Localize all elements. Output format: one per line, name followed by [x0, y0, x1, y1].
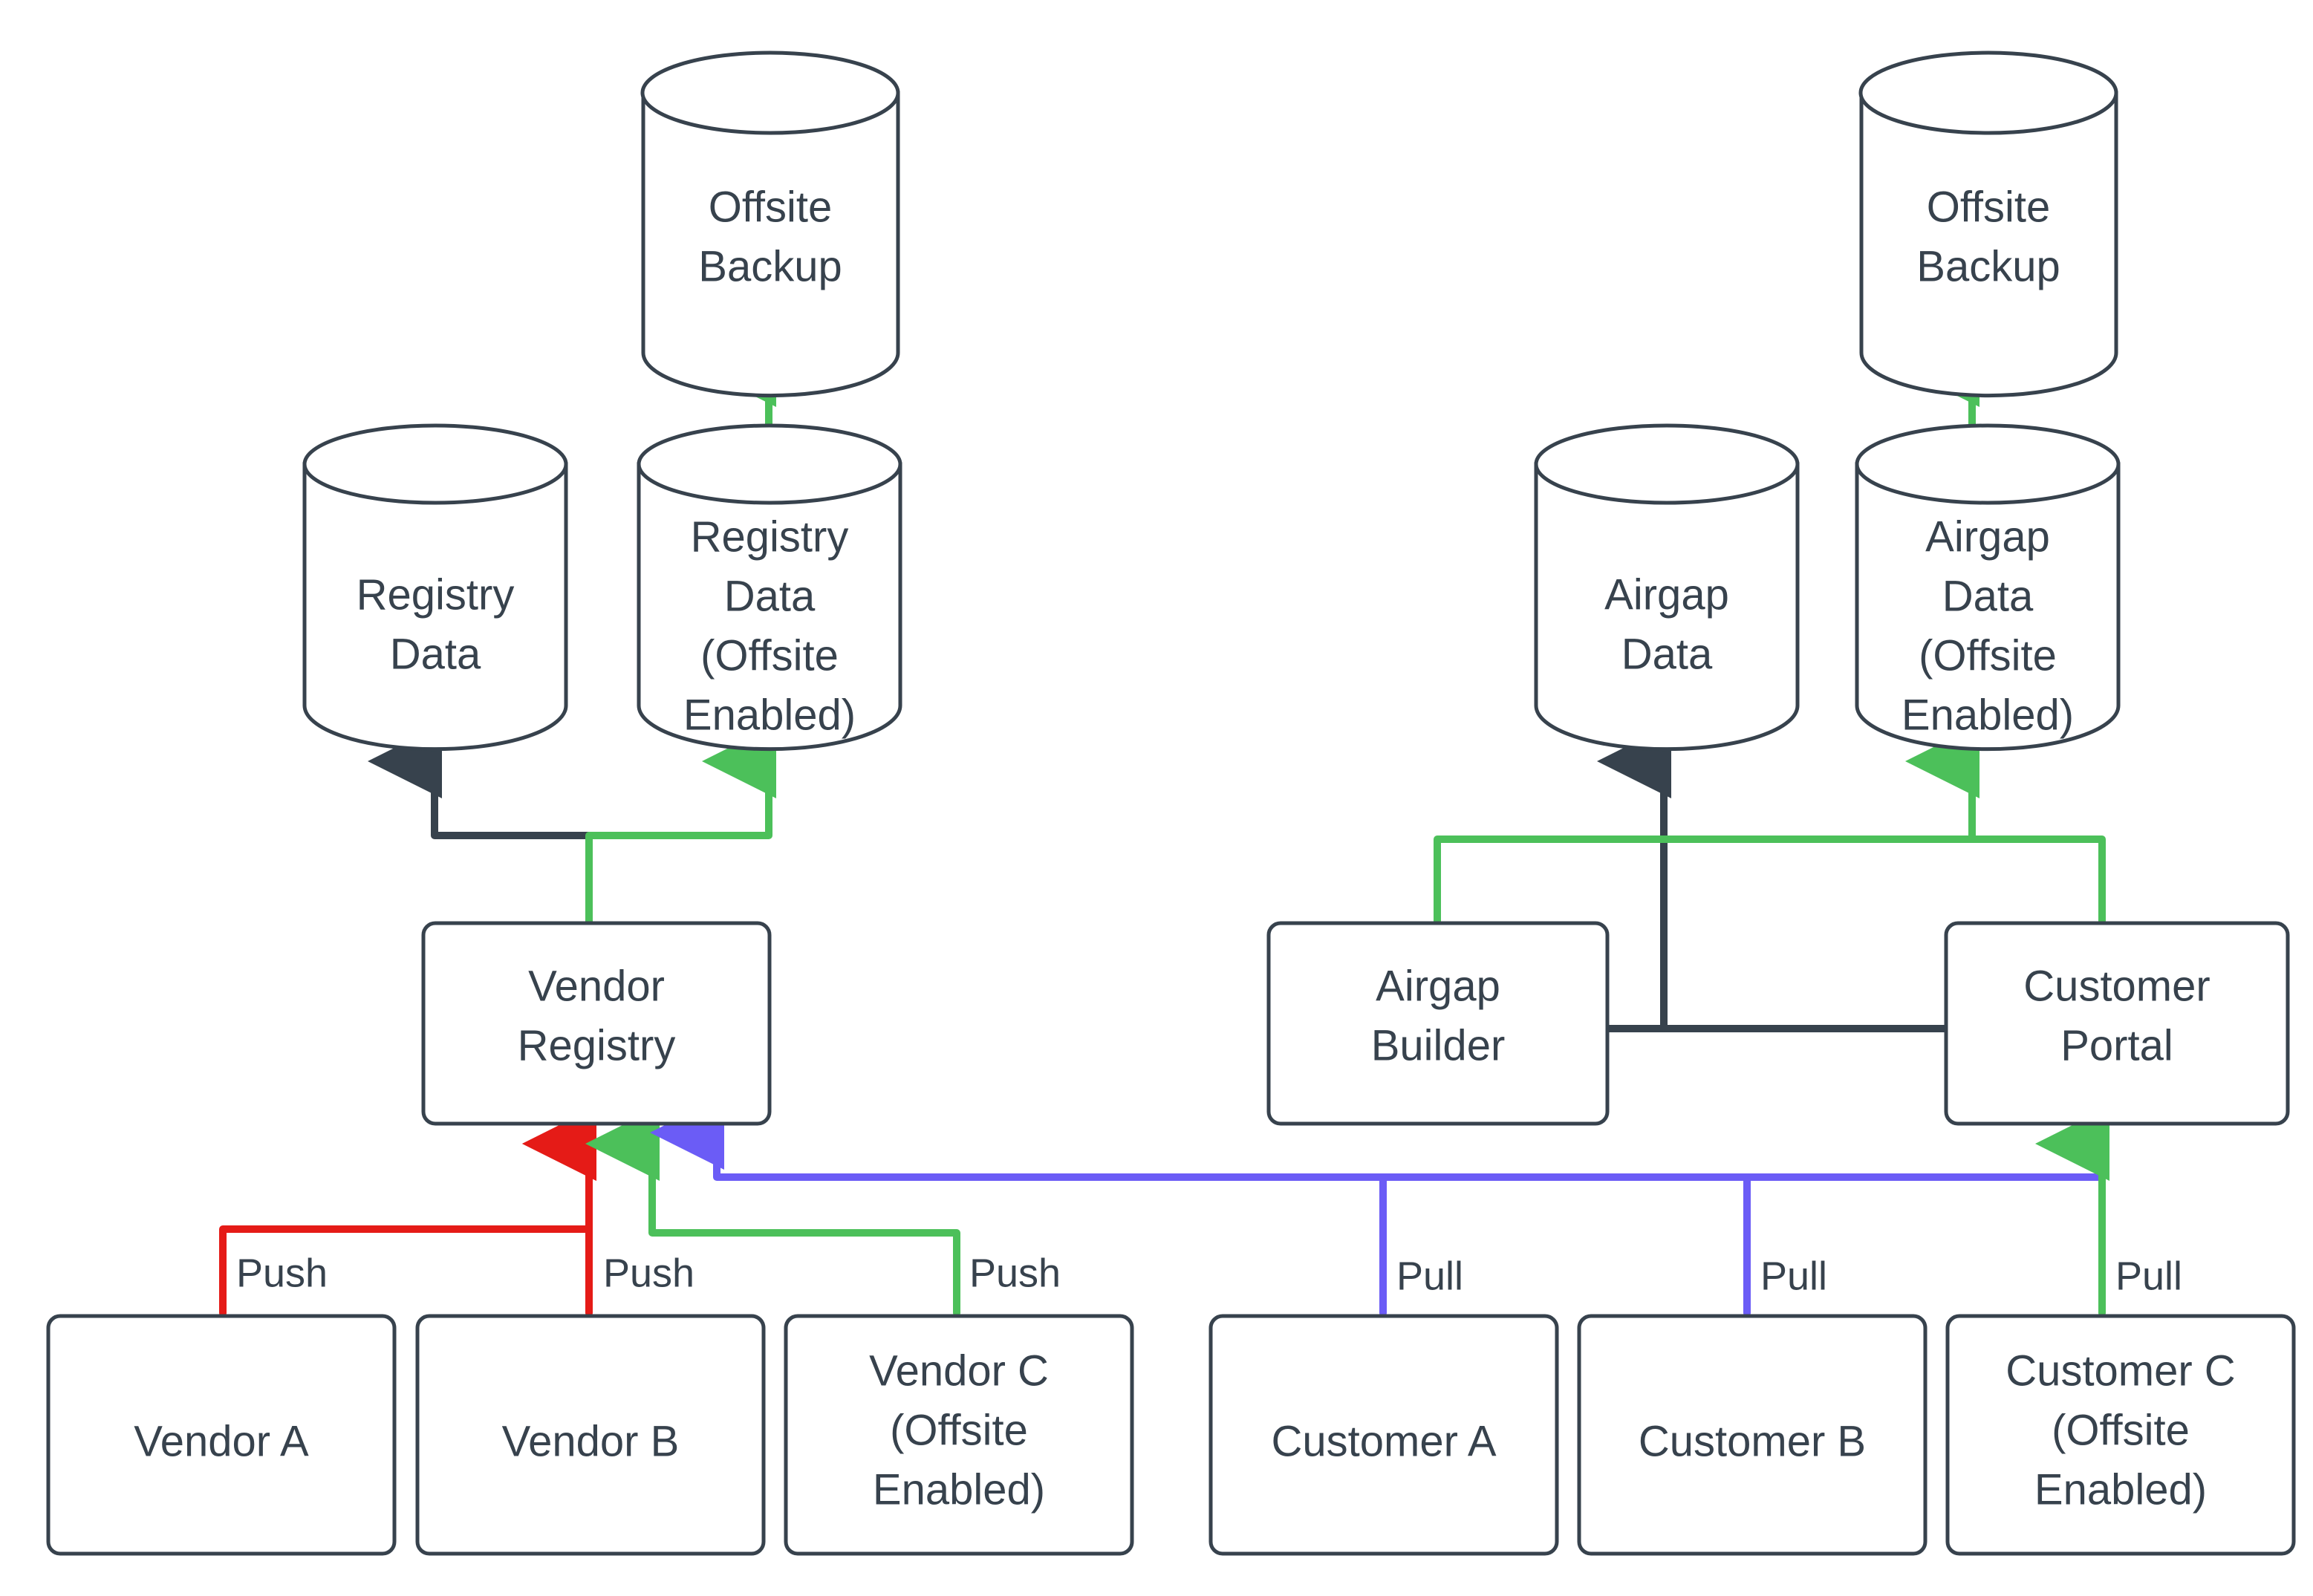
- node-label-airgap-data-line-2: Data: [1621, 630, 1713, 678]
- node-airgap-builder[interactable]: Airgap Builder: [1266, 921, 1610, 1126]
- node-label-airgap-data-offsite-line-3: (Offsite: [1919, 631, 2057, 680]
- node-label-airgap-data-offsite-line-4: Enabled): [1902, 691, 2074, 739]
- edge-label-customer-a-pull: Pull: [1396, 1254, 1463, 1298]
- node-label-customer-portal-line-2: Portal: [2060, 1021, 2173, 1069]
- edge-label-vendor-b-push: Push: [603, 1251, 694, 1295]
- node-label-vendor-c-line-2: (Offsite: [890, 1406, 1028, 1454]
- node-label-vendor-c-line-1: Vendor C: [869, 1346, 1049, 1395]
- node-vendor-b[interactable]: Vendor B: [415, 1314, 766, 1556]
- edge-customer-a-pull: [1379, 1173, 2106, 1317]
- node-offsite-backup-right[interactable]: Offsite Backup: [1858, 51, 2118, 398]
- node-label-customer-portal-line-1: Customer: [2023, 962, 2210, 1010]
- node-label-customer-b: Customer B: [1639, 1417, 1866, 1465]
- node-label-registry-data-offsite-line-1: Registry: [691, 512, 849, 561]
- node-vendor-registry[interactable]: Vendor Registry: [421, 921, 772, 1126]
- node-label-vendor-c-line-3: Enabled): [873, 1465, 1045, 1514]
- node-label-offsite-backup-left-line-2: Backup: [698, 242, 842, 290]
- edge-vendor-registry-to-registry-data-offsite: [585, 724, 776, 925]
- node-customer-portal[interactable]: Customer Portal: [1944, 921, 2290, 1126]
- edge-customers-pull-to-vendor-registry: [650, 1095, 2106, 1181]
- node-offsite-backup-left[interactable]: Offsite Backup: [640, 51, 900, 398]
- edge-vendor-registry-to-registry-data: [368, 724, 593, 925]
- edge-green-bus-portal-to-builder: [1434, 836, 2106, 925]
- node-registry-data-offsite[interactable]: Registry Data (Offsite Enabled): [637, 423, 902, 752]
- edge-label-vendor-c-push: Push: [969, 1251, 1061, 1295]
- node-label-airgap-data-line-1: Airgap: [1604, 570, 1729, 619]
- node-label-customer-c-line-3: Enabled): [2034, 1465, 2207, 1514]
- node-customer-a[interactable]: Customer A: [1208, 1314, 1559, 1556]
- edge-vendor-c-push: [585, 1107, 960, 1317]
- edge-label-vendor-a-push: Push: [236, 1251, 328, 1295]
- node-label-vendor-a: Vendor A: [134, 1417, 309, 1465]
- node-label-customer-c-line-2: (Offsite: [2052, 1406, 2190, 1454]
- node-label-registry-data-line-2: Data: [390, 630, 481, 678]
- node-label-customer-a: Customer A: [1272, 1417, 1497, 1465]
- node-label-airgap-data-offsite-line-2: Data: [1942, 572, 2034, 620]
- node-label-airgap-data-offsite-line-1: Airgap: [1925, 512, 2050, 561]
- node-vendor-a[interactable]: Vendor A: [46, 1314, 397, 1556]
- node-label-vendor-registry-line-1: Vendor: [528, 962, 665, 1010]
- edge-label-customer-c-pull: Pull: [2115, 1254, 2182, 1298]
- node-label-registry-data-offsite-line-3: (Offsite: [700, 631, 839, 680]
- node-label-airgap-builder-line-2: Builder: [1371, 1021, 1506, 1069]
- node-label-airgap-builder-line-1: Airgap: [1376, 962, 1500, 1010]
- node-registry-data[interactable]: Registry Data: [302, 423, 568, 752]
- node-vendor-c[interactable]: Vendor C (Offsite Enabled): [784, 1314, 1134, 1556]
- edge-label-customer-b-pull: Pull: [1760, 1254, 1827, 1298]
- node-customer-c[interactable]: Customer C (Offsite Enabled): [1945, 1314, 2296, 1556]
- node-label-registry-data-line-1: Registry: [357, 570, 515, 619]
- node-label-offsite-backup-left-line-1: Offsite: [709, 183, 833, 231]
- node-airgap-data[interactable]: Airgap Data: [1534, 423, 1800, 752]
- node-customer-b[interactable]: Customer B: [1577, 1314, 1928, 1556]
- node-label-customer-c-line-1: Customer C: [2005, 1346, 2235, 1395]
- node-airgap-data-offsite[interactable]: Airgap Data (Offsite Enabled): [1855, 423, 2121, 752]
- node-label-offsite-backup-right-line-2: Backup: [1916, 242, 2060, 290]
- node-label-registry-data-offsite-line-2: Data: [724, 572, 816, 620]
- node-label-vendor-registry-line-2: Registry: [518, 1021, 676, 1069]
- node-label-vendor-b: Vendor B: [502, 1417, 680, 1465]
- node-label-offsite-backup-right-line-1: Offsite: [1927, 183, 2051, 231]
- node-label-registry-data-offsite-line-4: Enabled): [683, 691, 856, 739]
